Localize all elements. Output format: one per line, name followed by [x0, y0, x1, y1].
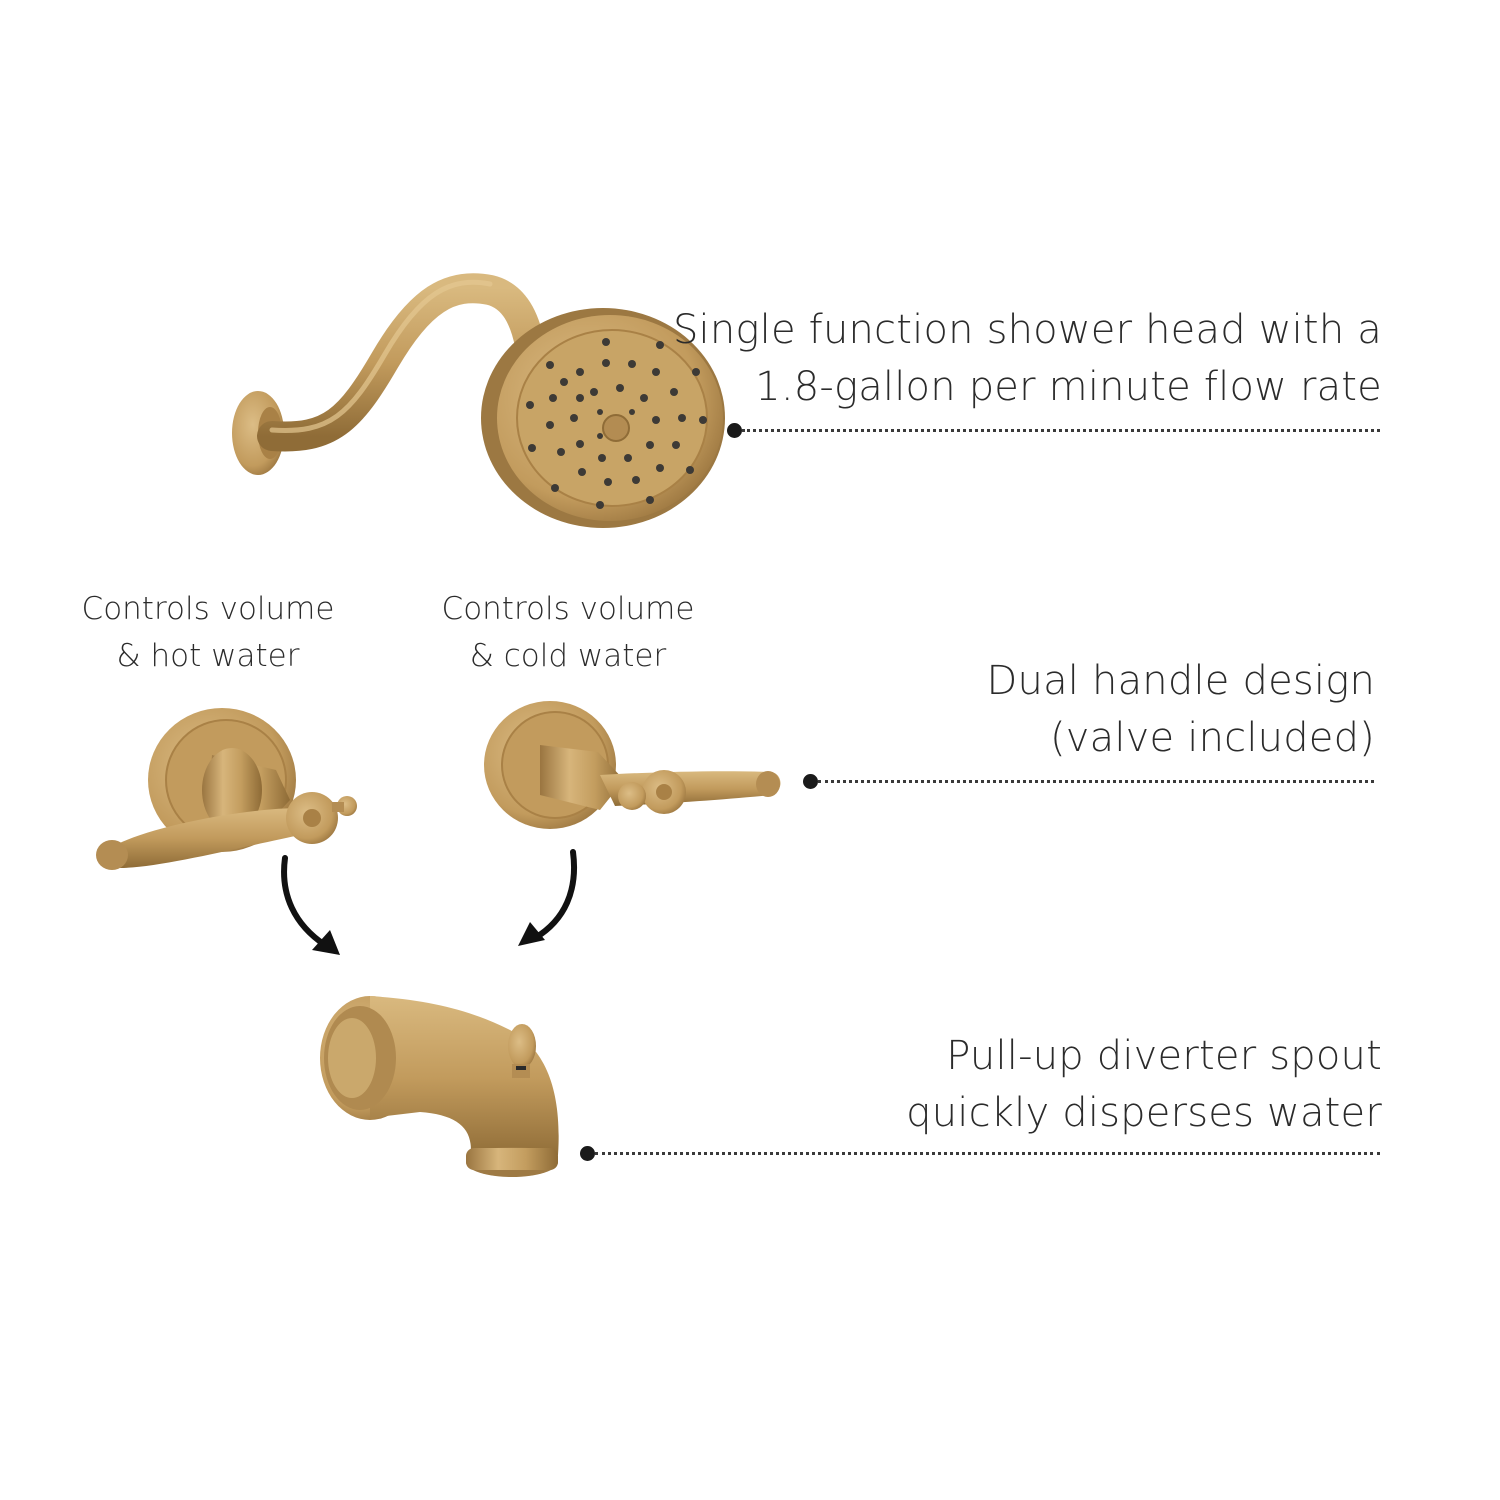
cold-handle-label: Controls volume & cold water [408, 586, 728, 680]
handles-callout-line1: Dual handle design [986, 658, 1375, 704]
tub-spout-icon [320, 996, 559, 1177]
shower-callout-line2: 1.8-gallon per minute flow rate [755, 364, 1382, 410]
arrow-heads [312, 922, 545, 955]
hot-handle-icon [96, 708, 357, 870]
spray-nozzles [526, 338, 707, 509]
curved-arrow-icon [281, 849, 577, 948]
spout-callout: Pull-up diverter spout quickly disperses… [906, 1028, 1382, 1142]
spout-callout-leader [595, 1152, 1380, 1155]
spout-callout-line2: quickly disperses water [906, 1090, 1382, 1136]
cold-handle-icon [484, 701, 781, 829]
handles-callout-leader [818, 780, 1374, 783]
shower-callout: Single function shower head with a 1.8-g… [673, 302, 1382, 416]
spout-callout-line1: Pull-up diverter spout [946, 1033, 1382, 1079]
handles-callout-dot [803, 774, 818, 789]
cold-label-line1: Controls volume [441, 591, 695, 627]
hot-handle-label: Controls volume & hot water [48, 586, 368, 680]
hot-label-line2: & hot water [116, 638, 300, 674]
handles-callout-line2: (valve included) [1049, 715, 1375, 761]
handles-callout: Dual handle design (valve included) [987, 653, 1375, 767]
shower-callout-line1: Single function shower head with a [672, 307, 1382, 353]
shower-head-icon [232, 273, 725, 528]
cold-label-line2: & cold water [469, 638, 667, 674]
shower-callout-leader [742, 429, 1380, 432]
hot-label-line1: Controls volume [81, 591, 335, 627]
spout-callout-dot [580, 1146, 595, 1161]
shower-callout-dot [727, 423, 742, 438]
